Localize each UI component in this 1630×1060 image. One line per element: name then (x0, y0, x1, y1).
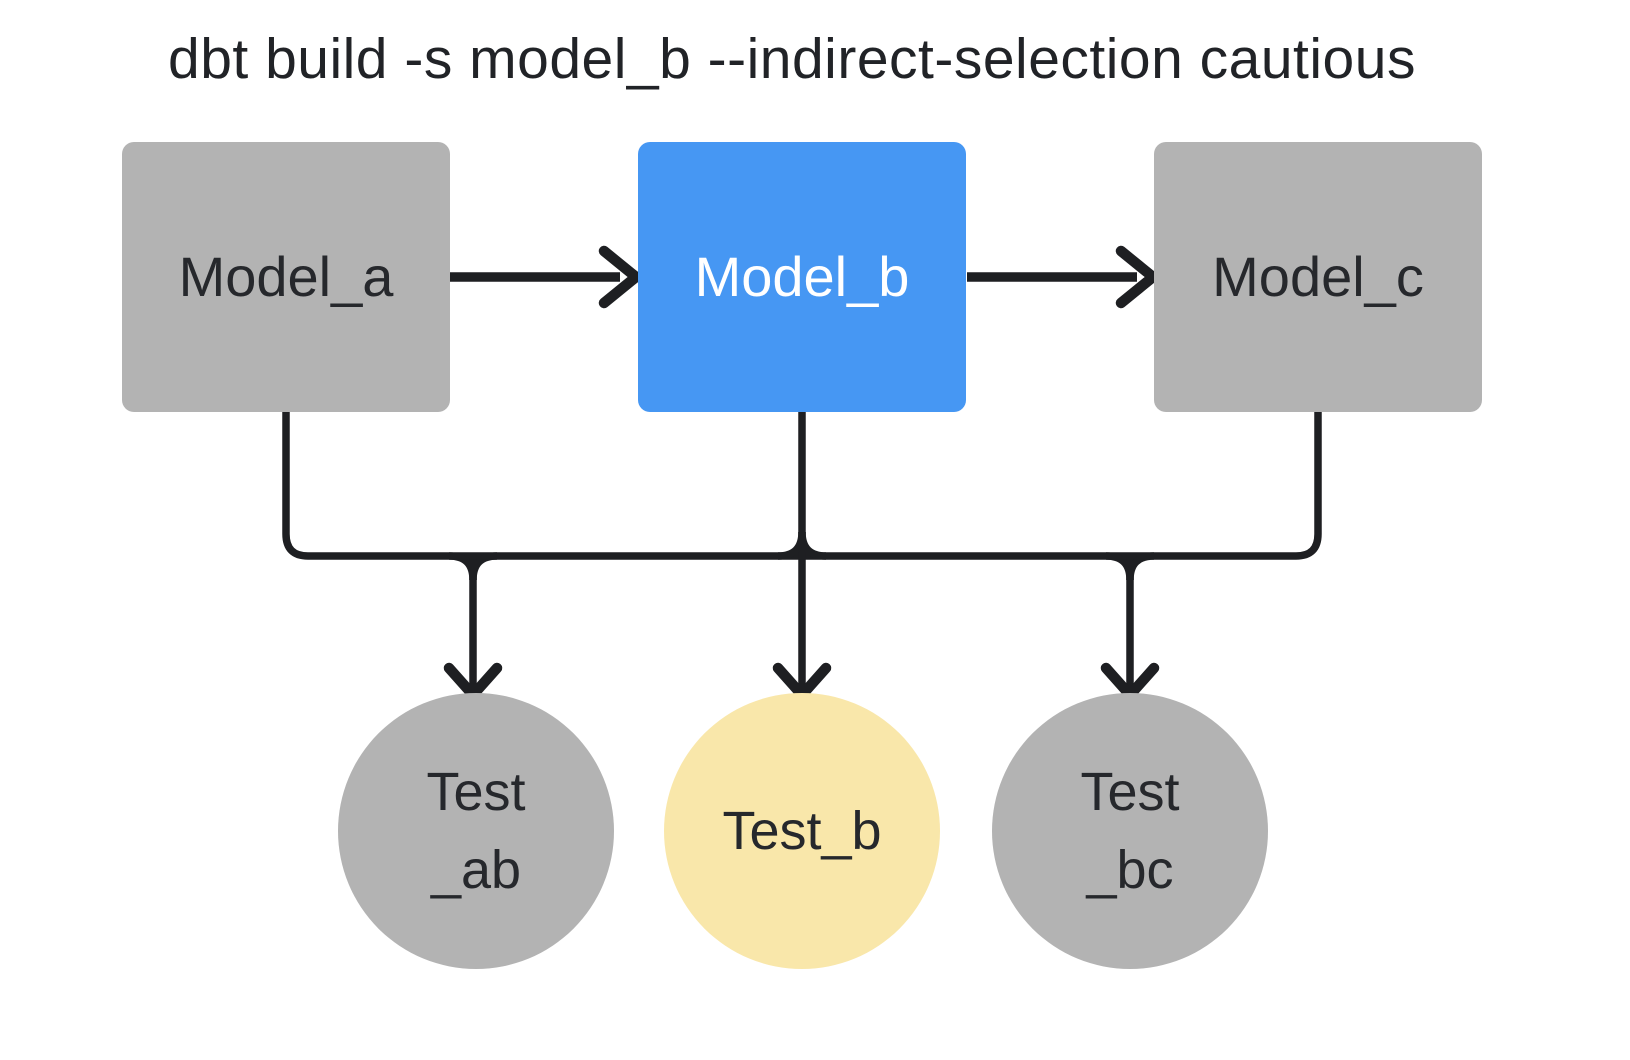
edge-model-a-to-model-b (450, 245, 645, 309)
node-test-bc-label-line2: _bc (1086, 840, 1174, 900)
node-model-c: Model_c (1154, 142, 1482, 412)
node-test-ab-label-line2: _ab (430, 840, 522, 900)
node-test-b-label: Test_b (722, 801, 882, 861)
edge-rail-to-test-bc (1100, 552, 1160, 703)
node-model-b: Model_b (638, 142, 966, 412)
node-model-c-label: Model_c (1212, 245, 1424, 309)
node-test-ab: Test _ab (338, 693, 614, 969)
edge-model-b-to-test-b (772, 410, 832, 703)
node-test-b: Test_b (664, 693, 940, 969)
node-test-bc: Test _bc (992, 693, 1268, 969)
node-test-ab-label-line1: Test (426, 762, 526, 822)
node-model-a-label: Model_a (178, 245, 394, 309)
node-model-b-label: Model_b (694, 245, 910, 309)
node-test-bc-label-line1: Test (1080, 762, 1180, 822)
edge-model-b-to-model-c (967, 245, 1162, 309)
node-model-a: Model_a (122, 142, 450, 412)
edge-rail-to-test-ab (443, 552, 503, 703)
diagram-title: dbt build -s model_b --indirect-selectio… (168, 27, 1416, 91)
